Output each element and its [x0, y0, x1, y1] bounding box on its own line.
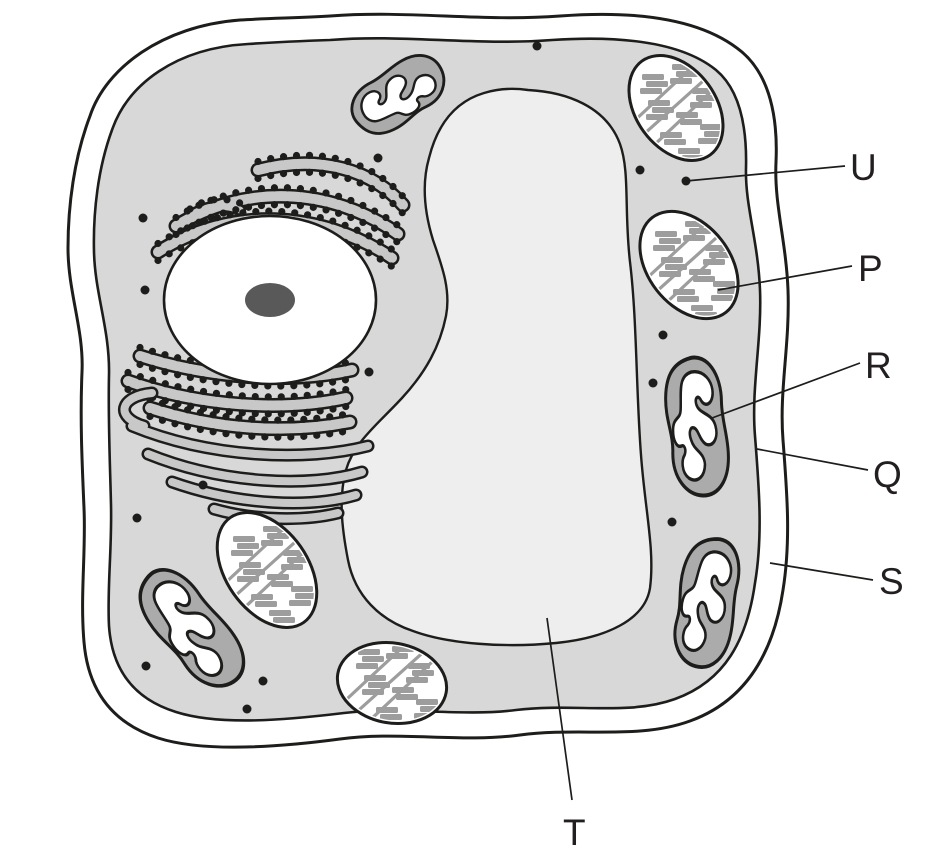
label-q: Q: [873, 454, 902, 495]
leader-line-r: [711, 362, 861, 419]
label-t: T: [563, 812, 586, 851]
ribosome-dot: [242, 704, 252, 714]
vacuole: [340, 87, 653, 647]
ribosome-dot: [141, 661, 151, 671]
leader-line-s: [769, 562, 874, 581]
ribosome-dot: [138, 213, 148, 223]
chloroplast: [629, 209, 747, 321]
ribosome-dot: [132, 513, 142, 523]
leader-line-q: [756, 448, 869, 471]
er-ribosome-dots: [124, 343, 356, 441]
label-s: S: [879, 561, 904, 602]
ribosome-dot: [667, 517, 677, 527]
ribosome-dot: [635, 165, 645, 175]
ribosome-dot: [373, 153, 383, 163]
ribosome-dot: [198, 480, 208, 490]
ribosome-dot: [658, 330, 668, 340]
leader-line-u: [685, 165, 846, 182]
chloroplast: [616, 54, 734, 164]
nucleolus: [245, 283, 295, 317]
ribosome-dot: [364, 367, 374, 377]
label-p: P: [858, 248, 883, 289]
ribosome-dot: [140, 285, 150, 295]
ribosome-dot: [648, 378, 658, 388]
label-u: U: [850, 147, 877, 188]
leader-line-t: [546, 617, 573, 801]
smooth-er: [118, 386, 375, 526]
ribosome-dot: [532, 41, 542, 51]
ribosome-dot: [258, 676, 268, 686]
label-r: R: [865, 345, 892, 386]
free-ribosomes: [132, 41, 691, 714]
chloroplast: [334, 637, 450, 729]
chloroplast: [207, 511, 325, 629]
er-ribosome-dots: [154, 151, 407, 271]
leader-line-p: [717, 265, 853, 291]
